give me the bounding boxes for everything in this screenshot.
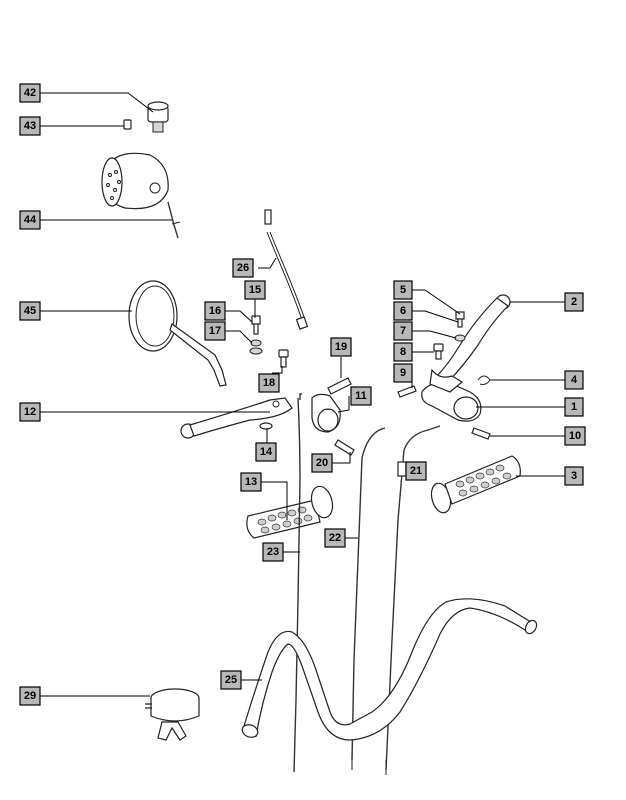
- part-29-horn: [145, 688, 200, 741]
- svg-text:8: 8: [400, 346, 406, 358]
- callout-11: 11: [350, 386, 372, 406]
- svg-text:22: 22: [329, 532, 341, 544]
- leader-lines: [40, 92, 565, 697]
- svg-text:14: 14: [260, 446, 273, 458]
- callout-26: 26: [232, 258, 254, 278]
- svg-text:13: 13: [245, 476, 257, 488]
- callout-10: 10: [564, 426, 586, 446]
- svg-text:7: 7: [400, 325, 406, 337]
- svg-text:10: 10: [569, 430, 581, 442]
- svg-text:6: 6: [400, 305, 406, 317]
- svg-text:20: 20: [316, 457, 328, 469]
- svg-text:9: 9: [400, 367, 406, 379]
- part-43-nut: [123, 119, 132, 130]
- callout-20: 20: [311, 453, 333, 473]
- part-11-clamp: [311, 393, 341, 433]
- callout-3: 3: [564, 466, 584, 486]
- svg-text:44: 44: [24, 214, 37, 226]
- callout-9: 9: [393, 363, 413, 383]
- svg-text:2: 2: [571, 296, 577, 308]
- part-15-screw: [249, 315, 263, 355]
- callout-1: 1: [564, 397, 584, 417]
- callout-7: 7: [393, 321, 413, 341]
- svg-text:43: 43: [24, 120, 36, 132]
- callout-5: 5: [393, 280, 413, 300]
- svg-text:1: 1: [571, 401, 577, 413]
- callout-22: 22: [324, 528, 346, 548]
- svg-text:21: 21: [410, 465, 422, 477]
- svg-text:26: 26: [237, 262, 249, 274]
- part-26-speedo-cable: [264, 209, 309, 330]
- part-23-cable: [293, 393, 302, 773]
- part-44-headlamp: [101, 152, 181, 239]
- callout-43: 43: [19, 116, 41, 136]
- callout-29: 29: [19, 686, 41, 706]
- part-20-bolt: [334, 439, 355, 456]
- part-13-left-grip: [246, 485, 334, 539]
- callout-8: 8: [393, 342, 413, 362]
- callout-17: 17: [204, 321, 226, 341]
- part-19-bolt: [327, 377, 352, 395]
- part-22-clutch-cable: [351, 427, 386, 770]
- svg-text:12: 12: [24, 406, 36, 418]
- svg-text:29: 29: [24, 690, 36, 702]
- part-4-clip: [477, 375, 491, 385]
- callout-6: 6: [393, 301, 413, 321]
- callout-12: 12: [19, 402, 41, 422]
- part-45-mirror: [128, 280, 227, 387]
- svg-text:4: 4: [571, 374, 578, 386]
- callout-16: 16: [204, 301, 226, 321]
- part-18-pin: [278, 349, 289, 368]
- part-14-ferrule: [259, 422, 273, 430]
- callout-4: 4: [564, 370, 584, 390]
- callout-18: 18: [258, 373, 280, 393]
- svg-text:25: 25: [225, 674, 237, 686]
- svg-text:5: 5: [400, 284, 406, 296]
- svg-text:18: 18: [263, 377, 275, 389]
- callout-42: 42: [19, 83, 41, 103]
- svg-text:17: 17: [209, 325, 221, 337]
- part-10-screw: [471, 427, 491, 440]
- part-42-sender: [147, 101, 169, 133]
- callout-19: 19: [330, 337, 352, 357]
- svg-text:3: 3: [571, 470, 577, 482]
- callout-44: 44: [19, 210, 41, 230]
- svg-text:45: 45: [24, 305, 36, 317]
- part-3-right-grip: [430, 455, 521, 514]
- callout-25: 25: [220, 670, 242, 690]
- callout-15: 15: [244, 280, 266, 300]
- part-1-bracket: [421, 368, 482, 422]
- part-25-handlebar: [241, 598, 538, 741]
- svg-text:42: 42: [24, 87, 36, 99]
- svg-text:19: 19: [335, 341, 347, 353]
- callout-2: 2: [564, 292, 584, 312]
- part-2-brake-lever: [434, 294, 511, 386]
- part-12-lever: [180, 397, 293, 439]
- svg-text:16: 16: [209, 305, 221, 317]
- callout-45: 45: [19, 301, 41, 321]
- svg-text:11: 11: [355, 390, 367, 402]
- svg-text:23: 23: [267, 546, 279, 558]
- callout-21: 21: [405, 461, 427, 481]
- svg-text:15: 15: [249, 284, 261, 296]
- part-5-9-small-hardware: [397, 311, 466, 398]
- callout-14: 14: [255, 442, 277, 462]
- callout-23: 23: [262, 542, 284, 562]
- callout-13: 13: [240, 472, 262, 492]
